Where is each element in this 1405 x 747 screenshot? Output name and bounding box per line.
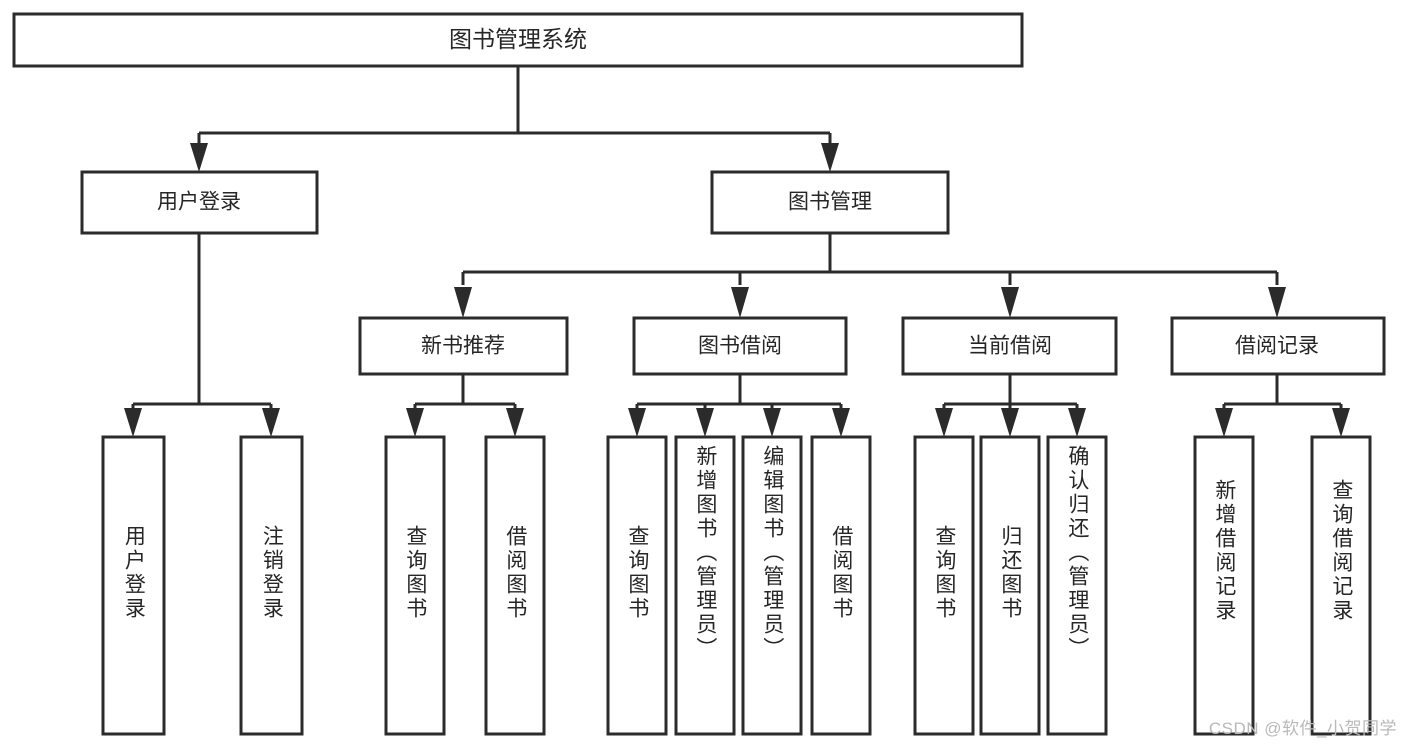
node-current-borrow-label: 当前借阅 — [968, 335, 1052, 358]
node-leaf-confirm-return[interactable] — [1046, 435, 1108, 736]
arrowhead-leaf-query-book-2 — [628, 408, 646, 437]
arrowhead-user-login — [190, 143, 208, 172]
arrowhead-leaf-query-book-3 — [935, 408, 953, 437]
node-leaf-query-book-2[interactable] — [606, 435, 668, 736]
node-root-label: 图书管理系统 — [449, 26, 587, 52]
arrowhead-leaf-borrow-book-2 — [832, 408, 850, 437]
node-new-book-recommend[interactable] — [358, 316, 569, 376]
node-new-book-recommend-label: 新书推荐 — [421, 335, 505, 358]
arrowhead-leaf-add-book — [696, 408, 714, 437]
arrowhead-leaf-user-login — [124, 408, 142, 437]
node-user-login-label: 用户登录 — [157, 191, 241, 214]
arrowhead-book-management — [821, 143, 839, 172]
node-root-book-management-system[interactable] — [12, 12, 1024, 68]
node-current-borrow[interactable] — [901, 316, 1118, 376]
arrowhead-leaf-confirm-return — [1068, 408, 1086, 437]
node-user-login[interactable] — [80, 170, 319, 235]
watermark-text: CSDN @软件_小贺同学 — [1208, 719, 1397, 738]
node-leaf-edit-book[interactable] — [741, 435, 803, 736]
node-book-borrow[interactable] — [632, 316, 848, 376]
node-layer: 图书管理系统 用户登录 图书管理 新书推荐 图书借阅 当前借阅 借阅记录 — [12, 12, 1386, 736]
arrowhead-leaf-return-book — [1001, 408, 1019, 437]
node-leaf-borrow-book-2[interactable] — [810, 435, 872, 736]
arrowhead-current-borrow — [1001, 287, 1019, 318]
arrowhead-borrow-record — [1268, 287, 1286, 318]
arrowhead-leaf-borrow-book-1 — [506, 408, 524, 437]
connector-layer — [124, 66, 1350, 437]
node-leaf-logout-login[interactable] — [239, 435, 304, 736]
node-leaf-query-book-3[interactable] — [913, 435, 975, 736]
arrowhead-book-borrow — [731, 287, 749, 318]
node-borrow-record[interactable] — [1170, 316, 1386, 376]
node-book-management[interactable] — [710, 170, 950, 235]
node-borrow-record-label: 借阅记录 — [1235, 335, 1319, 358]
node-leaf-query-record[interactable] — [1310, 435, 1372, 736]
node-book-borrow-label: 图书借阅 — [698, 335, 782, 358]
node-leaf-add-book[interactable] — [674, 435, 736, 736]
arrowhead-leaf-logout-login — [262, 408, 280, 437]
node-leaf-add-record[interactable] — [1193, 435, 1255, 736]
arrowhead-leaf-query-record — [1332, 408, 1350, 437]
arrowhead-leaf-add-record — [1215, 408, 1233, 437]
node-leaf-borrow-book-1[interactable] — [484, 435, 546, 736]
node-leaf-query-book-1[interactable] — [384, 435, 446, 736]
arrowhead-leaf-query-book-1 — [406, 408, 424, 437]
node-book-management-label: 图书管理 — [788, 191, 872, 214]
node-leaf-user-login[interactable] — [101, 435, 166, 736]
arrowhead-new-book-recommend — [454, 287, 472, 318]
node-leaf-return-book[interactable] — [979, 435, 1041, 736]
arrowhead-leaf-edit-book — [763, 408, 781, 437]
